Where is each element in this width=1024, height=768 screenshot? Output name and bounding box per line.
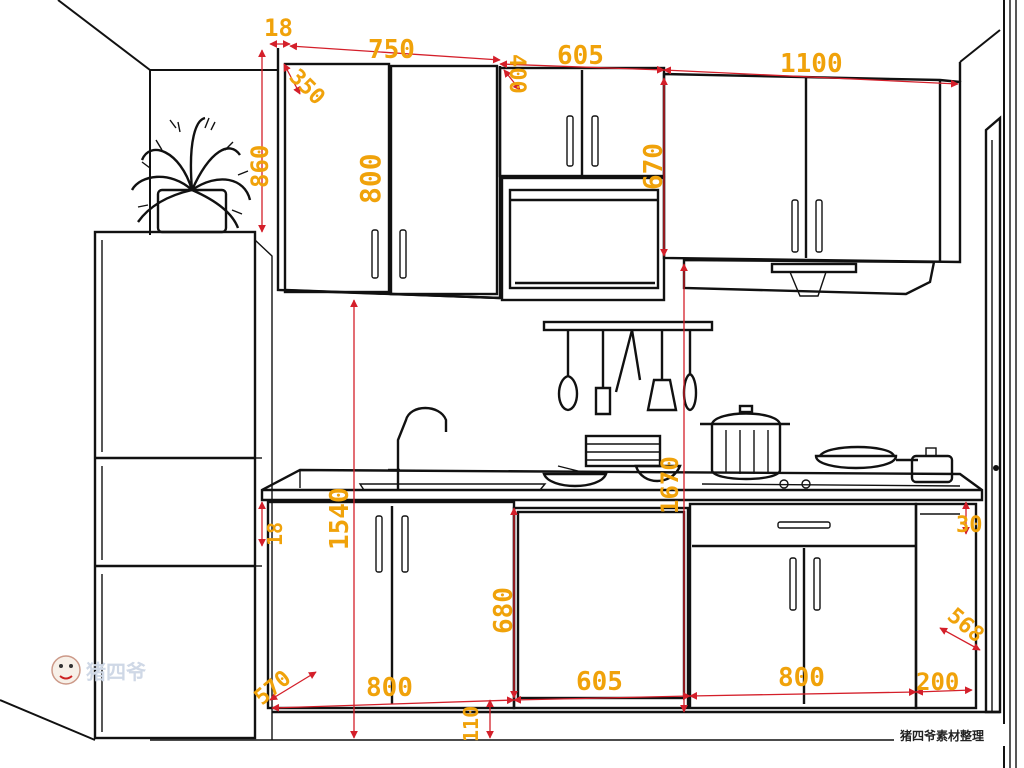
dim-upper-depth: 350 — [284, 65, 330, 111]
dim-lower-mid-width: 605 — [576, 667, 623, 697]
dim-panel-thickness: 18 — [264, 14, 293, 42]
dim-upper-right-width: 1100 — [780, 49, 843, 79]
range-hood — [682, 258, 936, 297]
end-cabinet — [914, 502, 978, 710]
cooktop-pots — [700, 404, 961, 489]
dim-lower-height: 680 — [489, 587, 519, 634]
dim-sink-wall-height: 1670 — [656, 456, 684, 514]
dim-upper-left-width: 750 — [368, 35, 415, 65]
dim-upper-left-height: 800 — [354, 153, 387, 204]
dim-lower-depth: 570 — [250, 666, 297, 711]
dim-upper-right-height: 670 — [639, 143, 669, 190]
dim-plinth-thickness: 18 — [263, 522, 287, 546]
utensil-rail — [542, 320, 714, 416]
dim-lower-right-width: 800 — [778, 663, 825, 693]
credit-watermark: 猪四爷素材整理 — [894, 724, 1006, 746]
dim-wall-height: 860 — [246, 145, 274, 188]
watermark-logo: 猪四爷 — [51, 655, 147, 685]
dim-worktop-thickness: 30 — [956, 513, 983, 538]
dim-upper-mid-width: 605 — [557, 41, 604, 71]
dimension-labels: 18 750 350 860 400 605 1100 800 670 1540… — [246, 14, 989, 742]
upper-right-cabinet — [662, 62, 962, 264]
dim-upper-mid-height: 400 — [504, 54, 529, 94]
dim-end-depth: 568 — [942, 603, 989, 648]
logo-text: 猪四爷 — [86, 660, 147, 684]
dim-counter-height: 1540 — [325, 487, 355, 550]
dim-toe-kick: 110 — [459, 706, 483, 742]
dimension-lines — [258, 40, 981, 739]
potted-plant — [130, 116, 252, 234]
credit-text: 猪四爷素材整理 — [899, 728, 984, 743]
dim-lower-left-width: 800 — [366, 673, 413, 703]
worktop — [260, 468, 984, 502]
dishes — [542, 434, 682, 488]
faucet — [388, 406, 448, 490]
dim-end-width: 200 — [916, 668, 959, 696]
upper-left-cabinet — [276, 48, 502, 300]
microwave-box — [500, 176, 666, 302]
